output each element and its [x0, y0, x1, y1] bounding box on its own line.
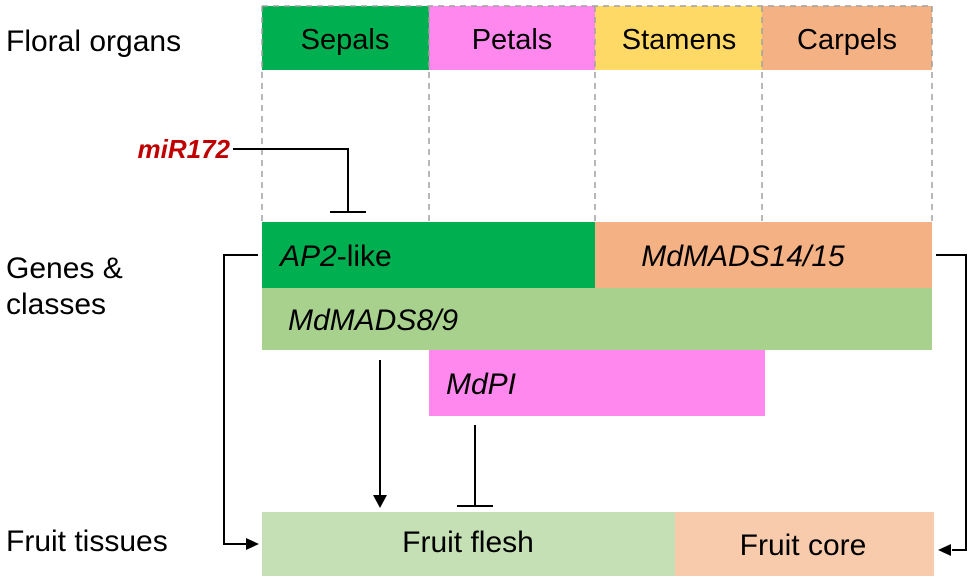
mirna-repression-line	[233, 148, 349, 212]
mads1415-to-core-connector	[936, 254, 967, 551]
organ-label-sepals: Sepals	[301, 24, 390, 56]
ap2-to-flesh-arrowhead	[246, 538, 259, 550]
dashed-gridlines	[261, 5, 933, 222]
organ-label-carpels: Carpels	[797, 24, 897, 56]
organ-label-stamens: Stamens	[622, 24, 736, 56]
mads1415-to-core-arrowhead	[938, 544, 951, 556]
gene-label-mdpi: MdPI	[446, 368, 516, 401]
row-label-fruit-tissues: Fruit tissues	[6, 525, 168, 558]
tissue-box-fruit-core	[675, 512, 934, 576]
organ-box-sepals	[262, 6, 429, 70]
mads89-to-flesh-arrowhead	[373, 495, 387, 508]
tissue-label-fruit-flesh: Fruit flesh	[402, 526, 534, 559]
gene-label-mdmads14-15: MdMADS14/15	[641, 240, 845, 273]
gene-box-mdpi	[429, 350, 765, 416]
ap2-to-flesh-connector	[223, 254, 258, 545]
organ-box-carpels	[762, 6, 932, 70]
organ-box-petals	[429, 6, 595, 70]
row-label-genes-line1: Genes &	[6, 252, 123, 285]
row-label-genes-line2: classes	[6, 288, 106, 321]
gene-box-mdmads14-15	[595, 222, 932, 288]
tissue-box-fruit-flesh	[262, 512, 675, 576]
gene-ap2-name: AP2	[278, 240, 337, 273]
organ-box-stamens	[595, 6, 762, 70]
gene-box-ap2-like	[262, 222, 595, 288]
row-label-floral-organs: Floral organs	[6, 25, 181, 58]
organ-label-petals: Petals	[472, 24, 553, 56]
gene-label-mdmads8-9: MdMADS8/9	[288, 304, 458, 337]
tissue-label-fruit-core: Fruit core	[740, 529, 867, 562]
mirna-label: miR172	[138, 134, 231, 164]
gene-label-ap2-like: AP2-like	[278, 240, 392, 273]
gene-ap2-suffix: -like	[337, 240, 392, 273]
gene-box-mdmads8-9	[262, 288, 932, 350]
